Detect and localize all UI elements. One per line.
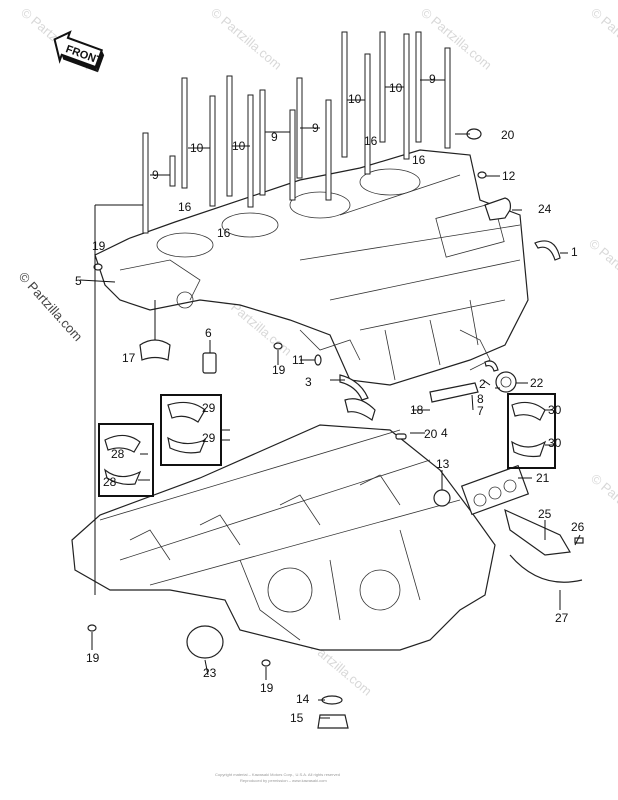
callout-28[interactable]: 28 (111, 447, 125, 461)
cylinder-studs (142, 31, 451, 234)
callout-27[interactable]: 27 (555, 611, 569, 625)
callout-30[interactable]: 30 (548, 436, 562, 450)
lower-crankcase (71, 424, 496, 651)
callout-30[interactable]: 30 (548, 403, 562, 417)
callout-15[interactable]: 15 (290, 711, 304, 725)
callout-2[interactable]: 2 (479, 377, 486, 391)
callout-19[interactable]: 19 (272, 363, 286, 377)
callout-24[interactable]: 24 (538, 202, 552, 216)
callout-16[interactable]: 16 (217, 226, 231, 240)
callout-9[interactable]: 9 (429, 72, 436, 86)
watermark: © Partzilla.com (588, 471, 618, 539)
callout-6[interactable]: 6 (205, 326, 212, 340)
watermark: © Partzilla.com (418, 5, 495, 73)
callout-13[interactable]: 13 (436, 457, 450, 471)
callout-18[interactable]: 18 (410, 403, 424, 417)
callout-16[interactable]: 16 (364, 134, 378, 148)
bearing-boxes (98, 393, 556, 497)
leader-lines (79, 79, 581, 719)
watermark: © Partzilla.com (586, 236, 618, 304)
callout-19[interactable]: 19 (260, 681, 274, 695)
callout-9[interactable]: 9 (152, 168, 159, 182)
callout-11[interactable]: 11 (292, 353, 305, 367)
callout-22[interactable]: 22 (530, 376, 544, 390)
upper-crankcase (94, 149, 529, 386)
callout-10[interactable]: 10 (348, 92, 362, 106)
callout-25[interactable]: 25 (538, 507, 552, 521)
callout-labels: 1 2 3 4 5 6 7 8 9 9 9 9 10 10 10 10 11 1… (75, 72, 585, 725)
callout-10[interactable]: 10 (190, 141, 204, 155)
callout-19[interactable]: 19 (86, 651, 100, 665)
callout-5[interactable]: 5 (75, 274, 82, 288)
callout-8[interactable]: 8 (477, 392, 484, 406)
callout-3[interactable]: 3 (305, 375, 312, 389)
callout-10[interactable]: 10 (389, 81, 403, 95)
callout-4[interactable]: 4 (441, 426, 448, 440)
callout-1[interactable]: 1 (571, 245, 578, 259)
callout-9[interactable]: 9 (271, 130, 278, 144)
callout-29[interactable]: 29 (202, 401, 216, 415)
callout-9[interactable]: 9 (312, 121, 319, 135)
copyright-footer: Copyright material – Kawasaki Motors Cor… (215, 772, 340, 783)
callout-20[interactable]: 20 (424, 427, 438, 441)
callout-28[interactable]: 28 (103, 475, 117, 489)
callout-17[interactable]: 17 (122, 351, 136, 365)
callout-20[interactable]: 20 (501, 128, 515, 142)
callout-16[interactable]: 16 (412, 153, 426, 167)
callout-10[interactable]: 10 (232, 139, 246, 153)
callout-14[interactable]: 14 (296, 692, 310, 706)
callout-12[interactable]: 12 (502, 169, 516, 183)
callout-29[interactable]: 29 (202, 431, 216, 445)
callout-19[interactable]: 19 (92, 239, 106, 253)
callout-26[interactable]: 26 (571, 520, 585, 534)
callout-23[interactable]: 23 (203, 666, 217, 680)
callout-21[interactable]: 21 (536, 471, 550, 485)
watermark: © Partzilla.com (588, 5, 618, 73)
small-parts (87, 128, 584, 729)
copyright-line-2: Reproduced by permission – www.kawasaki.… (240, 778, 327, 783)
callout-16[interactable]: 16 (178, 200, 192, 214)
watermark: © Partzilla.com (208, 5, 285, 73)
copyright-line-1: Copyright material – Kawasaki Motors Cor… (215, 772, 340, 777)
callout-7[interactable]: 7 (477, 404, 484, 418)
